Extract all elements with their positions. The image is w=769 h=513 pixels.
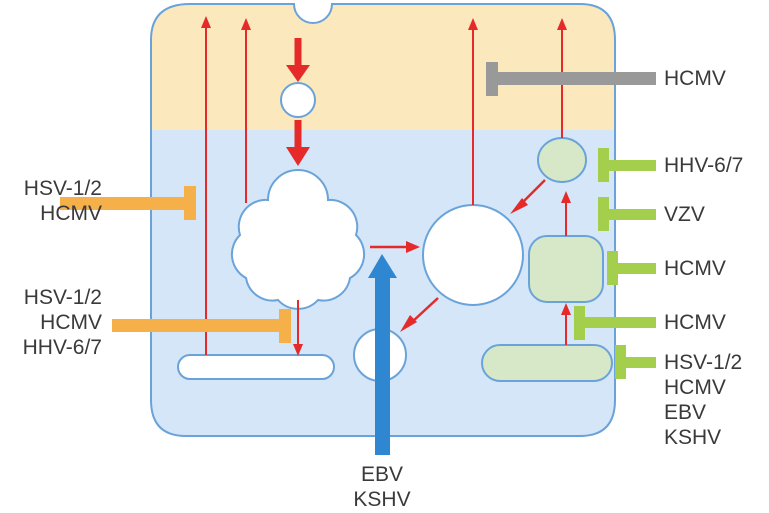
label-hcmv-right-low: HCMV [664, 311, 726, 334]
organelles [177, 82, 613, 382]
label-hhv-6-7: HHV-6/7 [22, 336, 102, 359]
label-hcmv-right-mid: HCMV [664, 257, 726, 280]
label-vzv: VZV [664, 203, 705, 226]
endocytic-vesicle [280, 82, 316, 118]
green-inhibitor-cap [598, 148, 609, 182]
green-inhibitor-cap [607, 251, 618, 285]
orange-inhibitor-bar [112, 319, 284, 332]
label-hcmv: HCMV [40, 202, 102, 225]
label-hhv67-right: HHV-6/7 [664, 154, 744, 177]
recycling-compartment [177, 354, 335, 380]
label-kshv: KSHV [664, 426, 722, 449]
orange-inhibitor-bar [60, 197, 188, 210]
label-group-left-upper: HSV-1/2 HCMV [24, 176, 102, 226]
green-inhibitor-bar [605, 209, 656, 220]
orange-inhibitor-cap [279, 309, 291, 343]
green-inhibitor-bar [605, 160, 656, 171]
green-inhibitor-bar [620, 357, 656, 368]
label-hsv-1-2: HSV-1/2 [23, 177, 102, 200]
label-hsv-1-2: HSV-1/2 [664, 351, 743, 374]
arrow-head [368, 254, 397, 278]
green-inhibitor-cap [615, 345, 626, 379]
green-inhibitor-cap [574, 306, 585, 340]
thick-arrow-head [286, 65, 310, 82]
label-group-right-bottom: HSV-1/2 HCMV EBV KSHV [664, 350, 742, 450]
inhibitors [60, 62, 656, 379]
label-hcmv: HCMV [40, 311, 102, 334]
label-ebv: EBV [664, 401, 707, 424]
orange-inhibitor-cap [184, 186, 196, 220]
thick-arrow-head [286, 147, 310, 166]
label-hsv-1-2: HSV-1/2 [23, 286, 102, 309]
grey-inhibitor-bar [494, 72, 656, 85]
label-ebv: EBV [360, 463, 404, 486]
early-endosome [230, 169, 366, 310]
label-hcmv: HCMV [664, 376, 726, 399]
extracellular-zone [151, 4, 615, 130]
golgi-apparatus [528, 235, 604, 303]
label-group-left-lower: HSV-1/2 HCMV HHV-6/7 [23, 285, 102, 360]
endoplasmic-reticulum [481, 344, 613, 382]
ebv-kshv-arrow [368, 254, 397, 455]
trafficking-arrows [201, 16, 571, 356]
late-endosome [422, 204, 524, 306]
green-inhibitor-bar [612, 263, 656, 274]
label-hcmv-top: HCMV [664, 67, 726, 90]
grey-inhibitor-cap [486, 62, 498, 96]
green-inhibitor-bar [580, 317, 656, 328]
golgi-vesicle [537, 137, 587, 183]
plasma-membrane [150, 3, 616, 437]
green-inhibitor-cap [598, 197, 609, 231]
label-kshv: KSHV [353, 488, 411, 511]
label-group-bottom: EBV KSHV [342, 462, 422, 512]
